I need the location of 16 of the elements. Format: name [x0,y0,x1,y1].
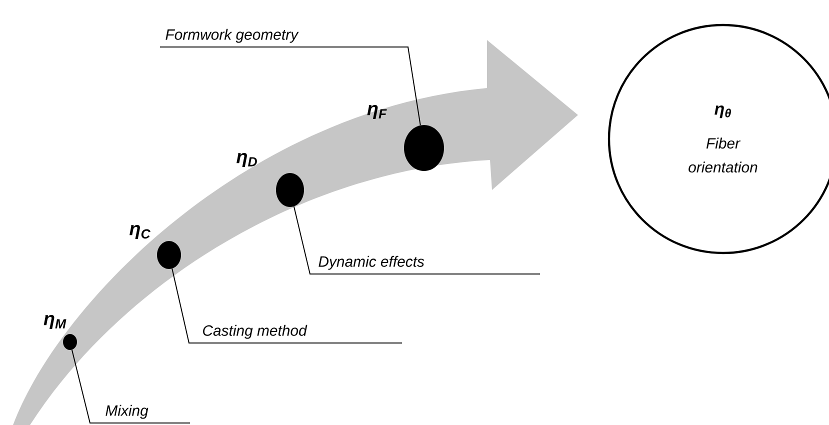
leader-line [172,268,402,344]
symbol-label: η$_{D}$ [236,152,257,168]
dot [157,241,181,269]
symbol-label: η$_{C}$ [130,224,150,240]
label-text: Mixing [106,404,148,419]
symbol-label: η$_{F}$ [367,104,387,120]
leader-line [71,349,190,424]
label-text: Dynamic effects [318,256,424,270]
symbol-label: η$_{M}$ [44,314,66,330]
dot [276,173,304,207]
dot [404,125,444,171]
dot [63,334,77,350]
label-text: Formwork geometry [166,28,299,43]
leader-line [160,46,421,126]
label-text: Casting method [203,324,308,339]
leader-line [293,206,540,274]
